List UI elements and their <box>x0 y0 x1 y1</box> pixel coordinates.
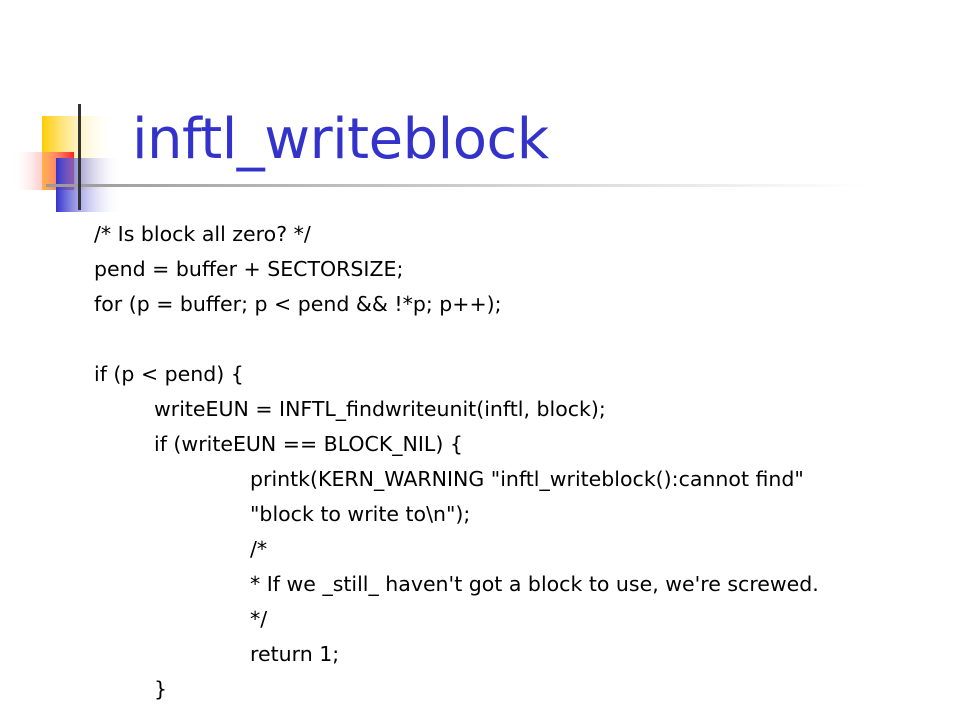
code-line-6: writeEUN = INFTL_findwriteunit(inftl, bl… <box>154 397 606 421</box>
slide-title: inftl_writeblock <box>132 107 549 172</box>
code-line-10: /* <box>250 537 268 561</box>
code-line-13: return 1; <box>250 642 340 666</box>
title-underline <box>46 184 866 187</box>
code-line-9: "block to write to\n"); <box>250 502 471 526</box>
code-line-7: if (writeEUN == BLOCK_NIL) { <box>154 432 463 456</box>
corner-decoration <box>12 104 866 212</box>
code-line-5: if (p < pend) { <box>94 362 244 386</box>
code-line-11: * If we _still_ haven't got a block to u… <box>250 572 819 596</box>
code-line-14: } <box>154 677 168 701</box>
code-line-12: */ <box>250 607 268 631</box>
vertical-rule-line <box>78 104 81 210</box>
code-line-3: for (p = buffer; p < pend && !*p; p++); <box>94 292 502 316</box>
code-line-1: /* Is block all zero? */ <box>94 222 311 246</box>
code-line-8: printk(KERN_WARNING "inftl_writeblock():… <box>250 467 804 491</box>
code-line-2: pend = buffer + SECTORSIZE; <box>94 257 404 281</box>
